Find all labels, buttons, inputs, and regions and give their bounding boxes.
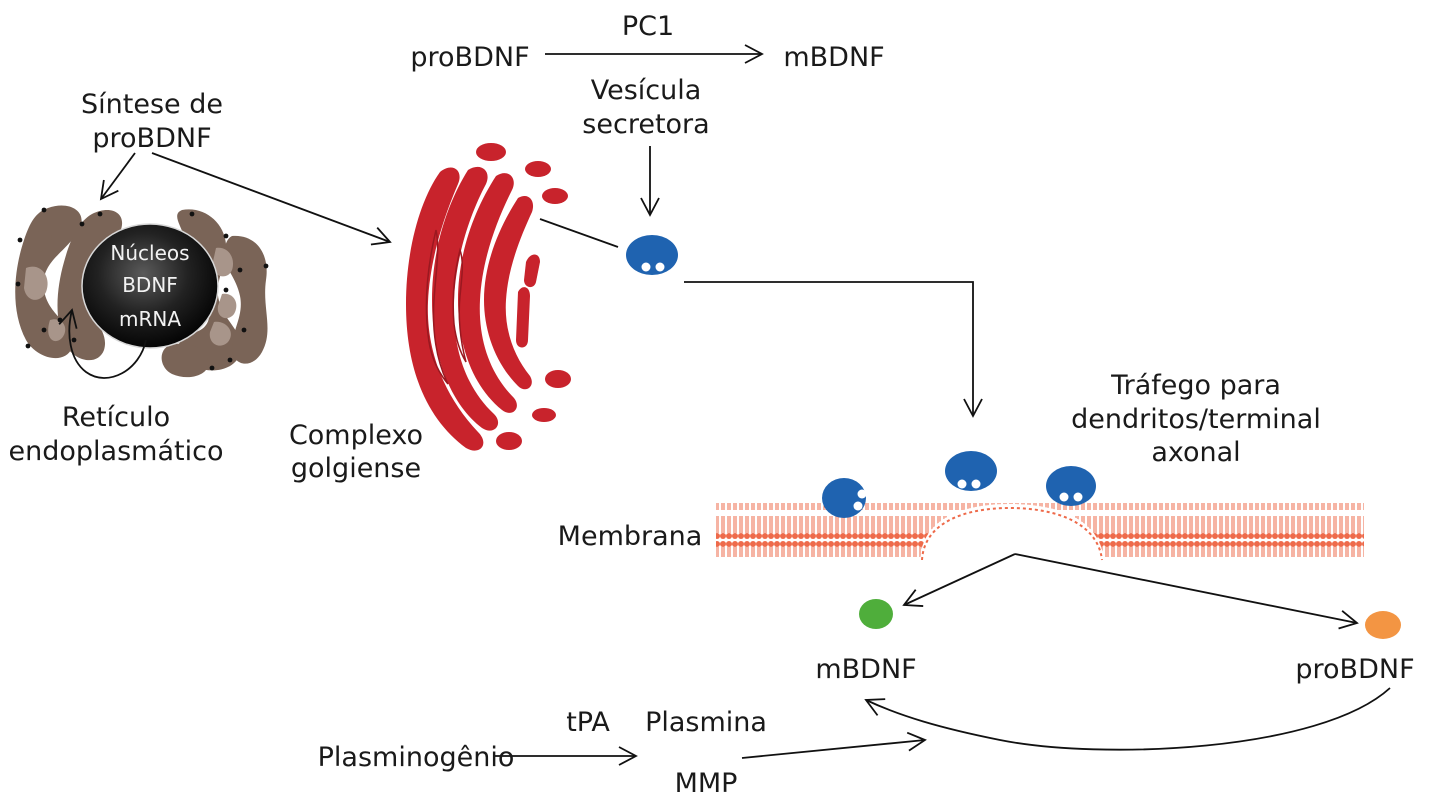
probdnf-to-mbdnf-arrow [864, 687, 1391, 751]
vesicle-to-membrane-arrow [684, 281, 983, 418]
synthesis-to-golgi-arrow [151, 152, 392, 246]
nucleus-label-line2: BDNF [122, 273, 178, 297]
secretory-vesicle-icon [626, 235, 678, 275]
mbdnf-top-label: mBDNF [783, 42, 884, 73]
synthesis-to-er-arrow [99, 152, 136, 201]
pc1-label: PC1 [622, 11, 674, 42]
er-label-line2: endoplasmático [9, 436, 224, 467]
plasmin-mmp-arrow [741, 731, 927, 759]
trafficking-label-line2: dendritos/terminal [1071, 404, 1321, 435]
mmp-label: MMP [675, 768, 738, 799]
golgi-to-vesicle-line [539, 218, 619, 248]
tpa-label: tPA [566, 707, 610, 738]
golgi-lumen-outline [425, 229, 467, 385]
release-to-mbdnf-arrow [902, 553, 1016, 607]
vesicle-label-line2: secretora [582, 109, 709, 140]
docking-vesicle-middle [945, 451, 997, 491]
vesicle-label-line1: Vesícula [591, 75, 702, 106]
plasmin-label: Plasmina [645, 707, 767, 738]
membrane-bilayer-icon [716, 503, 1364, 561]
plasminogen-label: Plasminogênio [318, 742, 515, 773]
golgi-label-line2: golgiense [291, 453, 421, 484]
endoplasmic-reticulum-icon [15, 205, 269, 378]
nucleus-icon [81, 223, 219, 349]
membrane-label: Membrana [558, 521, 703, 552]
nucleus-label-line3: mRNA [119, 307, 181, 331]
mbdnf-molecule [859, 599, 893, 629]
er-label-line1: Retículo [62, 402, 170, 433]
golgi-apparatus-icon [406, 143, 571, 451]
mrna-export-arrow [58, 308, 147, 379]
nucleus-label-line1: Núcleos [110, 241, 189, 265]
synthesis-label-line1: Síntese de [81, 89, 223, 120]
probdnf-bottom-label: proBDNF [1295, 654, 1414, 685]
probdnf-molecule [1365, 611, 1401, 639]
mbdnf-bottom-label: mBDNF [815, 654, 916, 685]
probdnf-top-label: proBDNF [410, 42, 529, 73]
trafficking-label-line1: Tráfego para [1110, 370, 1281, 401]
trafficking-label-line3: axonal [1151, 437, 1240, 468]
synthesis-label-line2: proBDNF [92, 123, 211, 154]
golgi-label-line1: Complexo [289, 420, 423, 451]
release-to-probdnf-arrow [1014, 553, 1359, 630]
docking-vesicle-left [822, 478, 867, 518]
docking-vesicle-right [1046, 466, 1096, 506]
